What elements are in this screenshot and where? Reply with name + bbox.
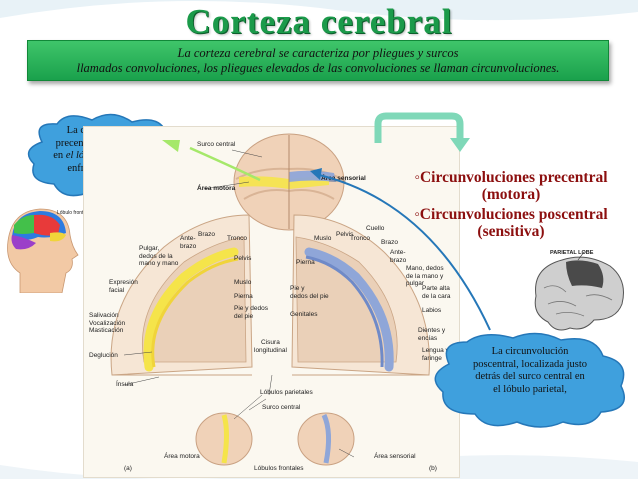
label-insula: Ínsula — [116, 381, 134, 388]
label-area-sensorial-bottom: Área sensorial — [374, 453, 416, 460]
right-cloud-line: poscentral, localizada justo — [473, 358, 587, 370]
right-cloud-line: La circunvolución — [491, 346, 569, 357]
label-pie-left: Pie y dedos del pie — [234, 305, 268, 320]
label-area-motora-bottom: Área motora — [164, 453, 200, 460]
label-pulgar: Pulgar, dedos de la mano y mano — [139, 245, 179, 267]
label-muslo-right: Muslo — [314, 235, 332, 242]
label-surco-central-bottom: Surco central — [262, 404, 301, 411]
bullet-poscentral: ◦Circunvoluciones poscentral (sensitiva) — [384, 206, 638, 240]
motor-cortex-section — [110, 214, 253, 376]
label-tronco-right: Tronco — [350, 235, 370, 242]
label-genitales: Genitales — [290, 311, 318, 318]
label-brazo-right: Brazo — [381, 239, 398, 246]
right-cloud-line: el lóbulo parietal, — [493, 383, 567, 395]
intro-banner: La corteza cerebral se caracteriza por p… — [27, 40, 609, 81]
bullet-line: ◦Circunvoluciones precentral — [414, 169, 608, 186]
label-cisura: Cisura longitudinal — [254, 339, 287, 354]
right-info-cloud — [434, 332, 625, 428]
parietal-lobe-brain-image — [534, 251, 624, 331]
label-lobulos-parietales: Lóbulos parietales — [260, 389, 313, 396]
label-salivacion: Salivación Vocalización Masticación — [89, 312, 126, 334]
banner-line-2: llamados convoluciones, los pliegues ele… — [76, 61, 560, 75]
page-title: Corteza cerebral — [185, 2, 453, 41]
label-brazo-left: Brazo — [198, 231, 215, 238]
bullet-precentral: ◦Circunvoluciones precentral (motora) — [384, 169, 638, 203]
right-cloud-line: detrás del surco central en — [475, 371, 585, 382]
label-pierna-right: Pierna — [296, 259, 315, 266]
label-pie-right: Pie y dedos del pie — [290, 285, 329, 300]
label-lobulos-frontales: Lóbulos frontales — [254, 465, 304, 472]
label-parte-alta-cara: Parte alta de la cara — [422, 285, 451, 300]
label-tronco-left: Tronco — [227, 235, 247, 242]
bullet-line: ◦Circunvoluciones poscentral — [414, 206, 608, 223]
right-cloud-text: La circunvolución poscentral, localizada… — [445, 346, 615, 396]
bullet-line: (sensitiva) — [477, 223, 545, 240]
label-pierna-left: Pierna — [234, 293, 253, 300]
bullet-line: (motora) — [481, 186, 541, 203]
label-labios: Labios — [422, 307, 442, 314]
label-antebrazo-right: Ante- brazo — [390, 249, 407, 264]
label-antebrazo: Ante- brazo — [180, 235, 197, 250]
label-pelvis: Pelvis — [234, 255, 252, 262]
label-a: (a) — [124, 465, 132, 472]
label-surco-central: Surco central — [197, 141, 236, 148]
label-cuello: Cuello — [366, 225, 385, 232]
label-area-sensorial-top: Área sensorial — [321, 175, 366, 182]
bottom-brain-right — [297, 412, 355, 466]
parietal-lobe-label: PARIETAL LOBE — [550, 250, 594, 256]
bottom-brain-left — [195, 412, 253, 466]
label-muslo-left: Muslo — [234, 279, 252, 286]
banner-line-1: La corteza cerebral se caracteriza por p… — [177, 46, 459, 60]
label-area-motora-top: Área motora — [197, 185, 236, 192]
label-b: (b) — [429, 465, 437, 472]
label-deglucion: Deglución — [89, 352, 118, 359]
label-expresion-facial: Expresión facial — [109, 279, 138, 294]
head-profile-illustration — [7, 208, 79, 293]
label-dientes: Dientes y encías — [418, 327, 446, 342]
head-label: Lóbulo frontal — [57, 210, 88, 216]
